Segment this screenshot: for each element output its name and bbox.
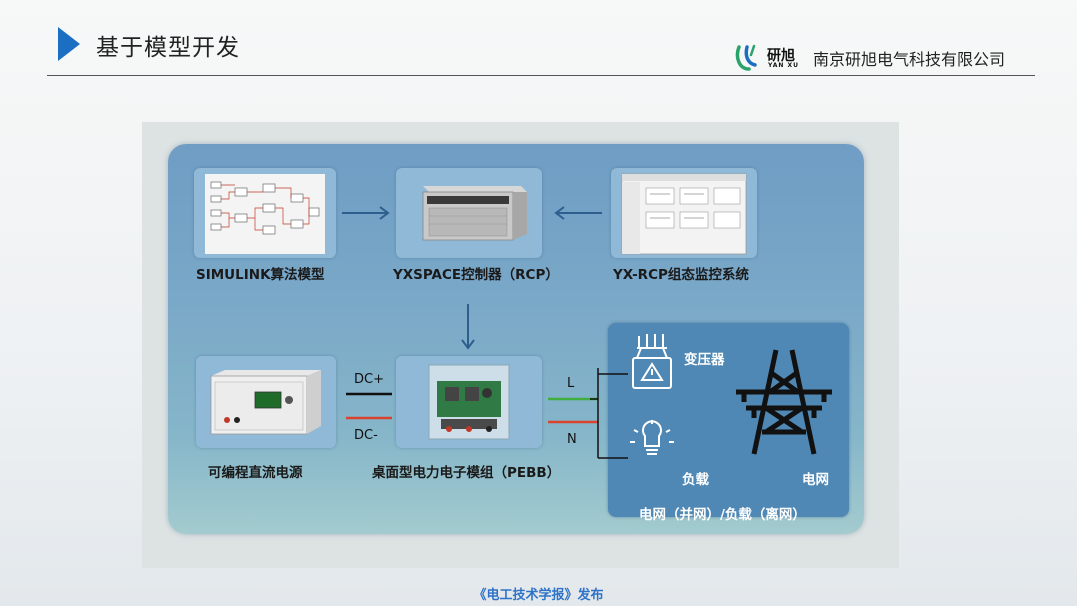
transformer-label: 变压器 <box>684 352 725 368</box>
power-tower-icon <box>736 349 832 455</box>
pebb-image <box>428 364 510 440</box>
page-title: 基于模型开发 <box>96 35 240 61</box>
dc-minus-wire <box>346 416 392 420</box>
line-l-label: L <box>567 376 575 391</box>
pebb-box <box>396 356 542 448</box>
rcp-controller-image <box>422 186 527 241</box>
line-n-label: N <box>567 432 577 447</box>
dc-minus-label: DC- <box>354 428 378 443</box>
grid-label: 电网 <box>802 472 829 488</box>
arrow-rcp-to-pebb-icon <box>461 304 475 350</box>
load-label: 负载 <box>682 472 709 488</box>
grid-bus-lines <box>590 368 628 459</box>
simulink-model-image <box>205 174 325 254</box>
line-l-wire <box>548 397 598 401</box>
transformer-icon <box>632 334 672 389</box>
logo-text: 研旭 <box>767 48 795 64</box>
load-bulb-icon <box>630 420 674 455</box>
arrow-simulink-to-rcp-icon <box>342 206 390 220</box>
company-logo-icon <box>735 44 757 71</box>
monitor-system-box <box>611 168 757 258</box>
rcp-controller-box <box>396 168 542 258</box>
simulink-label: SIMULINK算法模型 <box>196 267 325 283</box>
line-n-wire <box>548 420 598 424</box>
source-caption: 《电工技术学报》发布 <box>473 588 604 603</box>
company-name: 南京研旭电气科技有限公司 <box>813 50 1006 69</box>
grid-panel-label: 电网（并网）/负载（离网） <box>639 507 806 523</box>
simulink-model-box <box>194 168 336 258</box>
rcp-label: YXSPACE控制器（RCP） <box>393 267 559 283</box>
dc-source-box <box>196 356 336 448</box>
pebb-label: 桌面型电力电子模组（PEBB） <box>372 465 561 481</box>
arrow-monitor-to-rcp-icon <box>554 206 602 220</box>
dc-plus-wire <box>346 392 392 396</box>
monitor-system-image <box>621 173 747 255</box>
monitor-label: YX-RCP组态监控系统 <box>613 267 749 283</box>
dc-source-image <box>210 370 321 435</box>
dc-source-label: 可编程直流电源 <box>208 465 303 481</box>
dc-plus-label: DC+ <box>354 372 384 387</box>
header-divider <box>47 75 1035 76</box>
title-arrow-icon <box>58 27 80 61</box>
system-diagram-figure: SIMULINK算法模型 YXSPACE控制器（RCP） YX-RCP组态监控系… <box>142 122 899 568</box>
logo-subtext: YAN XU <box>768 62 800 69</box>
